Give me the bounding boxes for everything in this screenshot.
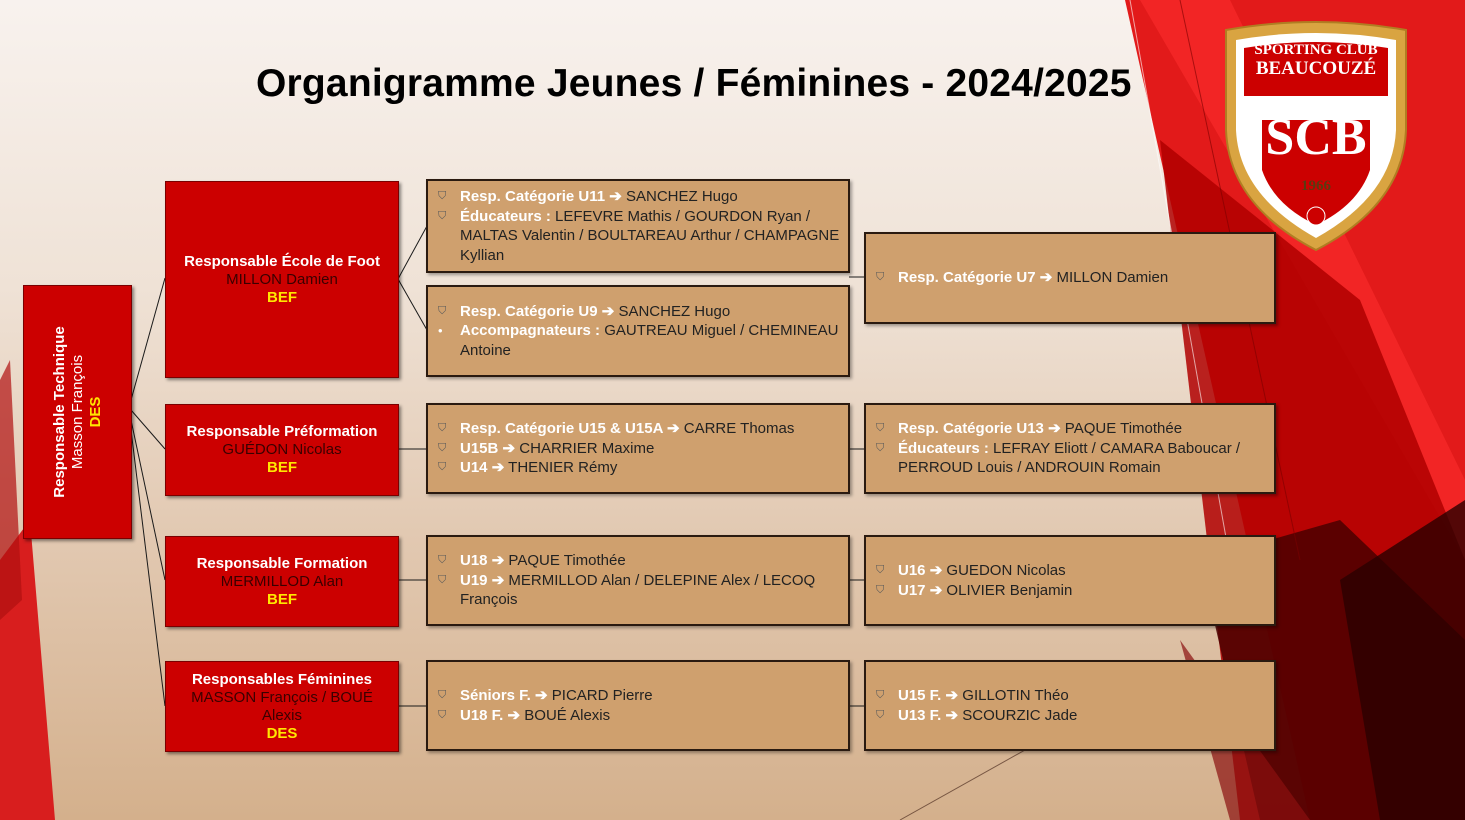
manager-diploma: BEF bbox=[267, 288, 297, 306]
technical-lead-role: Responsable Technique bbox=[50, 326, 68, 498]
list-item: ⛉Resp. Catégorie U15 & U15A ➔ CARRE Thom… bbox=[438, 420, 795, 438]
club-logo: Sporting Club Beaucouzé SCB 1966 bbox=[1218, 20, 1414, 255]
box-u13: ⛉Resp. Catégorie U13 ➔ PAQUE Timothée ⛉É… bbox=[864, 403, 1276, 494]
page-title: Organigramme Jeunes / Féminines - 2024/2… bbox=[256, 62, 1132, 105]
manager-name: MILLON Damien bbox=[226, 270, 338, 288]
box-seniors-f: ⛉Séniors F. ➔ PICARD Pierre ⛉U18 F. ➔ BO… bbox=[426, 660, 850, 751]
manager-box-ecole: Responsable École de Foot MILLON Damien … bbox=[165, 181, 399, 378]
shield-bullet-icon: ⛉ bbox=[438, 461, 447, 474]
list-item: ⛉Éducateurs : LEFEVRE Mathis / GOURDON R… bbox=[438, 207, 840, 264]
list-item: •Accompagnateurs : GAUTREAU Miguel / CHE… bbox=[438, 322, 839, 359]
list-item: ⛉U18 ➔ PAQUE Timothée bbox=[438, 552, 626, 570]
shield-bullet-icon: ⛉ bbox=[876, 564, 885, 576]
list-item: ⛉U16 ➔ GUEDON Nicolas bbox=[876, 562, 1066, 579]
list-item: ⛉U17 ➔ OLIVIER Benjamin bbox=[876, 581, 1073, 599]
list-item: ⛉Séniors F. ➔ PICARD Pierre bbox=[438, 687, 653, 704]
list-item: ⛉U15 F. ➔ GILLOTIN Théo bbox=[876, 687, 1069, 704]
box-u11: ⛉Resp. Catégorie U11 ➔ SANCHEZ Hugo ⛉Édu… bbox=[426, 179, 850, 273]
shield-bullet-icon: ⛉ bbox=[876, 441, 885, 454]
logo-year: 1966 bbox=[1301, 178, 1331, 194]
list-item: ⛉Resp. Catégorie U9 ➔ SANCHEZ Hugo bbox=[438, 302, 731, 320]
manager-box-formation: Responsable Formation MERMILLOD Alan BEF bbox=[165, 536, 399, 627]
shield-bullet-icon: ⛉ bbox=[438, 304, 447, 317]
list-item: ⛉U19 ➔ MERMILLOD Alan / DELEPINE Alex / … bbox=[438, 571, 816, 609]
shield-bullet-icon: ⛉ bbox=[438, 441, 447, 454]
box-u7: ⛉Resp. Catégorie U7 ➔ MILLON Damien bbox=[864, 232, 1276, 324]
manager-box-feminines: Responsables Féminines MASSON François /… bbox=[165, 661, 399, 752]
shield-bullet-icon: ⛉ bbox=[876, 271, 885, 284]
shield-bullet-icon: ⛉ bbox=[438, 689, 447, 701]
shield-bullet-icon: ⛉ bbox=[438, 554, 447, 567]
list-item: ⛉Éducateurs : LEFRAY Eliott / CAMARA Bab… bbox=[876, 439, 1241, 477]
manager-role: Responsable Préformation bbox=[186, 423, 378, 440]
shield-bullet-icon: ⛉ bbox=[438, 708, 447, 721]
shield-bullet-icon: ⛉ bbox=[438, 422, 447, 435]
shield-bullet-icon: ⛉ bbox=[876, 689, 885, 701]
logo-middle-text: Beaucouzé bbox=[1255, 58, 1377, 79]
logo-monogram: SCB bbox=[1265, 109, 1367, 166]
manager-diploma: BEF bbox=[267, 590, 297, 608]
list-item: ⛉Resp. Catégorie U13 ➔ PAQUE Timothée bbox=[876, 420, 1183, 438]
technical-lead-box: Responsable Technique Masson François DE… bbox=[23, 285, 132, 539]
technical-lead-diploma: DES bbox=[86, 396, 104, 428]
technical-lead-name: Masson François bbox=[68, 354, 86, 470]
manager-name: MASSON François / BOUÉ Alexis bbox=[191, 688, 373, 724]
box-u16: ⛉U16 ➔ GUEDON Nicolas ⛉U17 ➔ OLIVIER Ben… bbox=[864, 535, 1276, 626]
box-u18: ⛉U18 ➔ PAQUE Timothée ⛉U19 ➔ MERMILLOD A… bbox=[426, 535, 850, 626]
shield-bullet-icon: ⛉ bbox=[876, 708, 885, 721]
manager-name: MERMILLOD Alan bbox=[220, 572, 344, 590]
shield-bullet-icon: ⛉ bbox=[438, 573, 447, 586]
list-item: ⛉U18 F. ➔ BOUÉ Alexis bbox=[438, 706, 611, 724]
manager-name: GUÉDON Nicolas bbox=[222, 441, 342, 458]
list-item: ⛉U15B ➔ CHARRIER Maxime bbox=[438, 439, 655, 457]
manager-role: Responsable Formation bbox=[196, 554, 368, 572]
shield-bullet-icon: ⛉ bbox=[438, 209, 447, 222]
shield-bullet-icon: ⛉ bbox=[876, 583, 885, 596]
dot-bullet-icon: • bbox=[438, 323, 443, 339]
manager-role: Responsables Féminines bbox=[191, 670, 373, 688]
box-u15: ⛉Resp. Catégorie U15 & U15A ➔ CARRE Thom… bbox=[426, 403, 850, 494]
logo-top-text: Sporting Club bbox=[1254, 42, 1378, 58]
manager-diploma: DES bbox=[266, 724, 298, 742]
manager-box-preformation: Responsable Préformation GUÉDON Nicolas … bbox=[165, 404, 399, 496]
list-item: ⛉Resp. Catégorie U11 ➔ SANCHEZ Hugo bbox=[438, 188, 738, 205]
list-item: ⛉U14 ➔ THENIER Rémy bbox=[438, 459, 618, 477]
manager-diploma: BEF bbox=[267, 459, 297, 476]
shield-bullet-icon: ⛉ bbox=[876, 422, 885, 435]
list-item: ⛉Resp. Catégorie U7 ➔ MILLON Damien bbox=[876, 269, 1169, 287]
box-u9: ⛉Resp. Catégorie U9 ➔ SANCHEZ Hugo •Acco… bbox=[426, 285, 850, 377]
box-u15-f: ⛉U15 F. ➔ GILLOTIN Théo ⛉U13 F. ➔ SCOURZ… bbox=[864, 660, 1276, 751]
list-item: ⛉U13 F. ➔ SCOURZIC Jade bbox=[876, 706, 1078, 724]
manager-role: Responsable École de Foot bbox=[184, 252, 380, 270]
shield-bullet-icon: ⛉ bbox=[438, 190, 447, 202]
